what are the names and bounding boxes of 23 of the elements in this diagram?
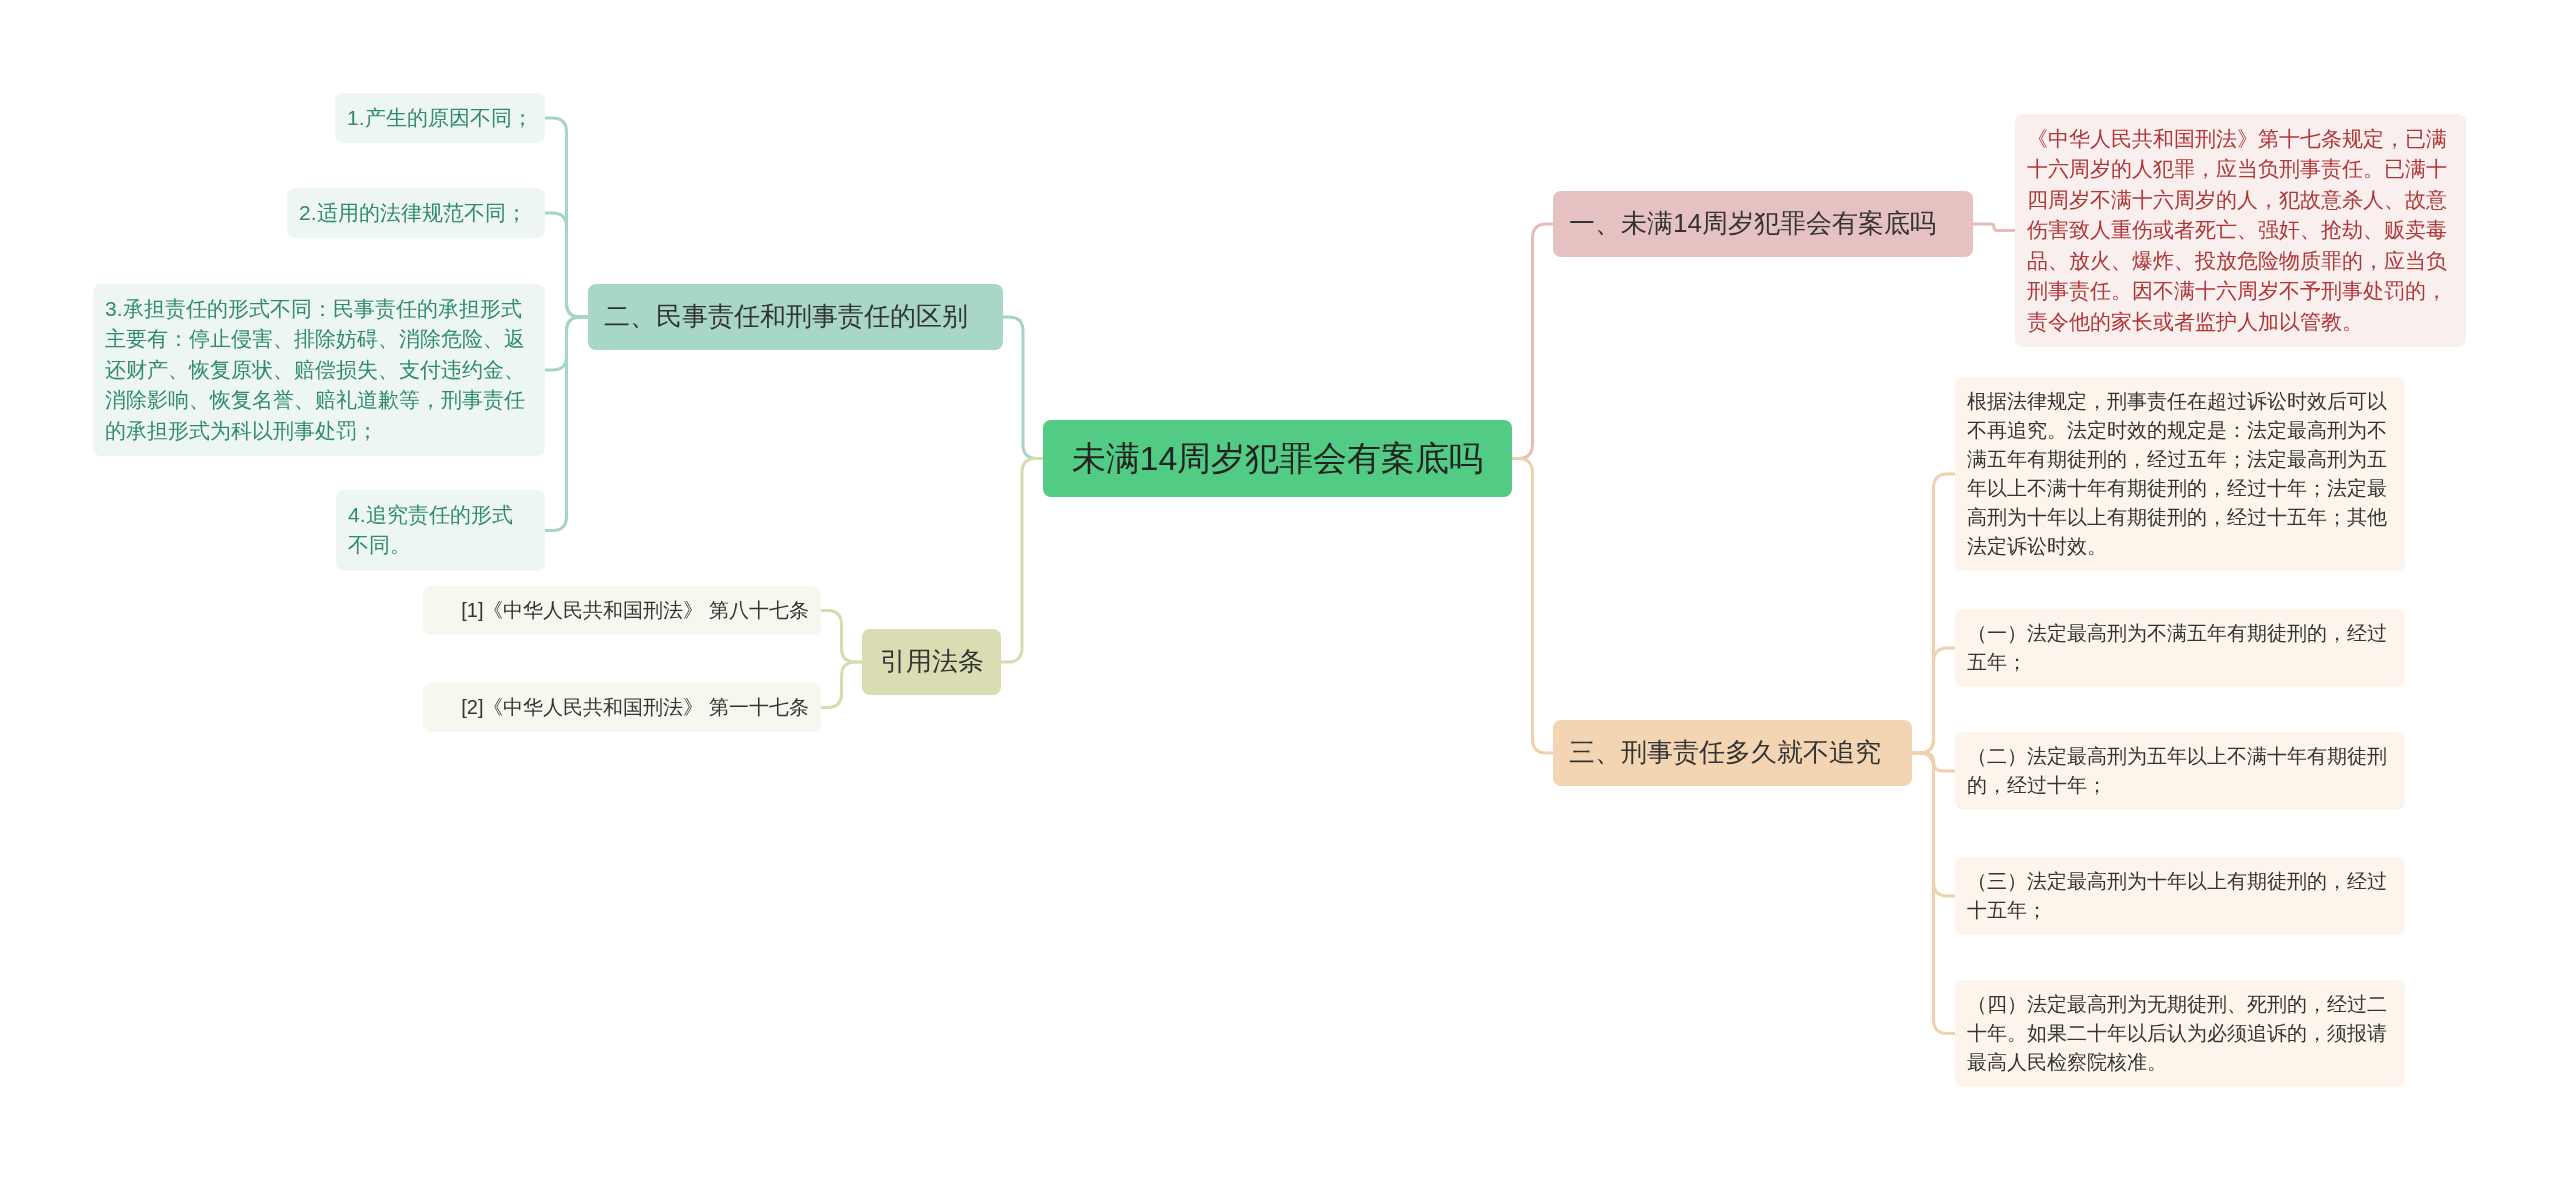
note-box: （二）法定最高刑为五年以上不满十年有期徒刑的，经过十年；	[1955, 732, 2405, 810]
connector-line	[545, 315, 588, 532]
connector-line	[1001, 457, 1043, 664]
central-topic-box: 未满14周岁犯罪会有案底吗	[1043, 420, 1512, 498]
note-box: 《中华人民共和国刑法》第十七条规定，已满十六周岁的人犯罪，应当负刑事责任。已满十四周岁不满十六周岁的人，犯故意杀人、故意伤害致人重伤或者死亡、强奸、抢劫、贩卖毒品、放火、爆炸、投放危险物质罪的，应当负刑事责任。因不满十六周岁不予刑事处罚的，责令他的家长或者监护人加以管教。	[2015, 114, 2466, 348]
note-box: [1]《中华人民共和国刑法》 第八十七条	[423, 586, 821, 635]
branch-topic-box: 二、民事责任和刑事责任的区别	[588, 284, 1003, 350]
note-box: 4.追究责任的形式不同。	[336, 490, 545, 571]
note-box: 根据法律规定，刑事责任在超过诉讼时效后可以不再追究。法定时效的规定是：法定最高刑为不满五年有期徒刑的，经过五年；法定最高刑为五年以上不满十年有期徒刑的，经过十年；法定最高刑为十年以上有期徒刑的，经过十五年；其他法定诉讼时效。	[1955, 377, 2405, 571]
note-box: （四）法定最高刑为无期徒刑、死刑的，经过二十年。如果二十年以后认为必须追诉的，须报请最高人民检察院核准。	[1955, 980, 2405, 1087]
note-box: （一）法定最高刑为不满五年有期徒刑的，经过五年；	[1955, 609, 2405, 687]
note-box: （三）法定最高刑为十年以上有期徒刑的，经过十五年；	[1955, 857, 2405, 935]
connector-line	[821, 660, 862, 709]
connector-line	[1512, 457, 1553, 755]
branch-topic-box: 三、刑事责任多久就不追究	[1553, 720, 1912, 786]
branch-topic-box: 引用法条	[862, 629, 1001, 695]
branch-topic-box: 一、未满14周岁犯罪会有案底吗	[1553, 191, 1973, 257]
connector-line	[1973, 222, 2015, 232]
note-box: 3.承担责任的形式不同：民事责任的承担形式主要有：停止侵害、排除妨碍、消除危险、返还财产、恢复原状、赔偿损失、支付违约金、消除影响、恢复名誉、赔礼道歉等，刑事责任的承担形式为科以刑事处罚；	[93, 284, 545, 457]
note-box: 1.产生的原因不同；	[335, 93, 545, 144]
connector-line	[1912, 751, 1955, 1035]
note-box: [2]《中华人民共和国刑法》 第一十七条	[423, 683, 821, 732]
note-box: 2.适用的法律规范不同；	[287, 188, 545, 239]
